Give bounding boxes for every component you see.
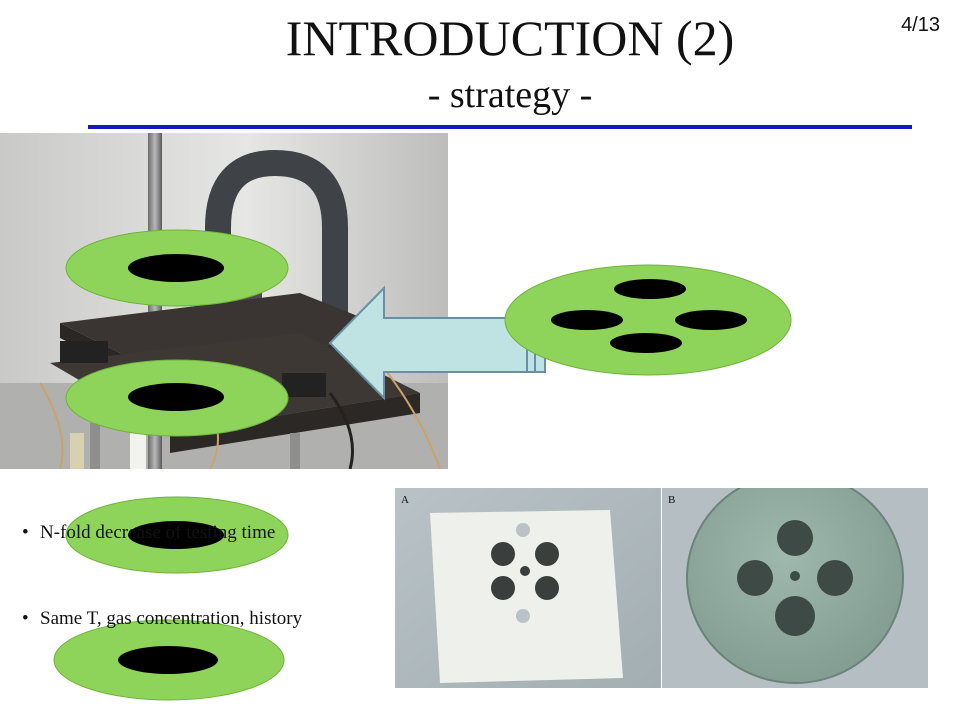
single-hole-disk: [65, 496, 289, 574]
single-hole-disk: [53, 619, 285, 701]
single-hole-disk: [65, 359, 289, 437]
bullet-item: •Same T, gas concentration, history: [22, 608, 303, 629]
page-number: 4/13: [901, 14, 940, 36]
bullet-item: •N-fold decrease of testing time: [22, 522, 276, 543]
sample-holder-photos: A B: [395, 488, 928, 688]
page-title: INTRODUCTION (2): [285, 10, 735, 66]
four-hole-disk: [504, 264, 792, 376]
photo-a-label: A: [401, 494, 409, 506]
single-hole-disk: [65, 229, 289, 307]
page-subtitle: - strategy -: [427, 74, 593, 116]
photo-b-label: B: [668, 494, 675, 506]
title-underline: [88, 125, 912, 129]
